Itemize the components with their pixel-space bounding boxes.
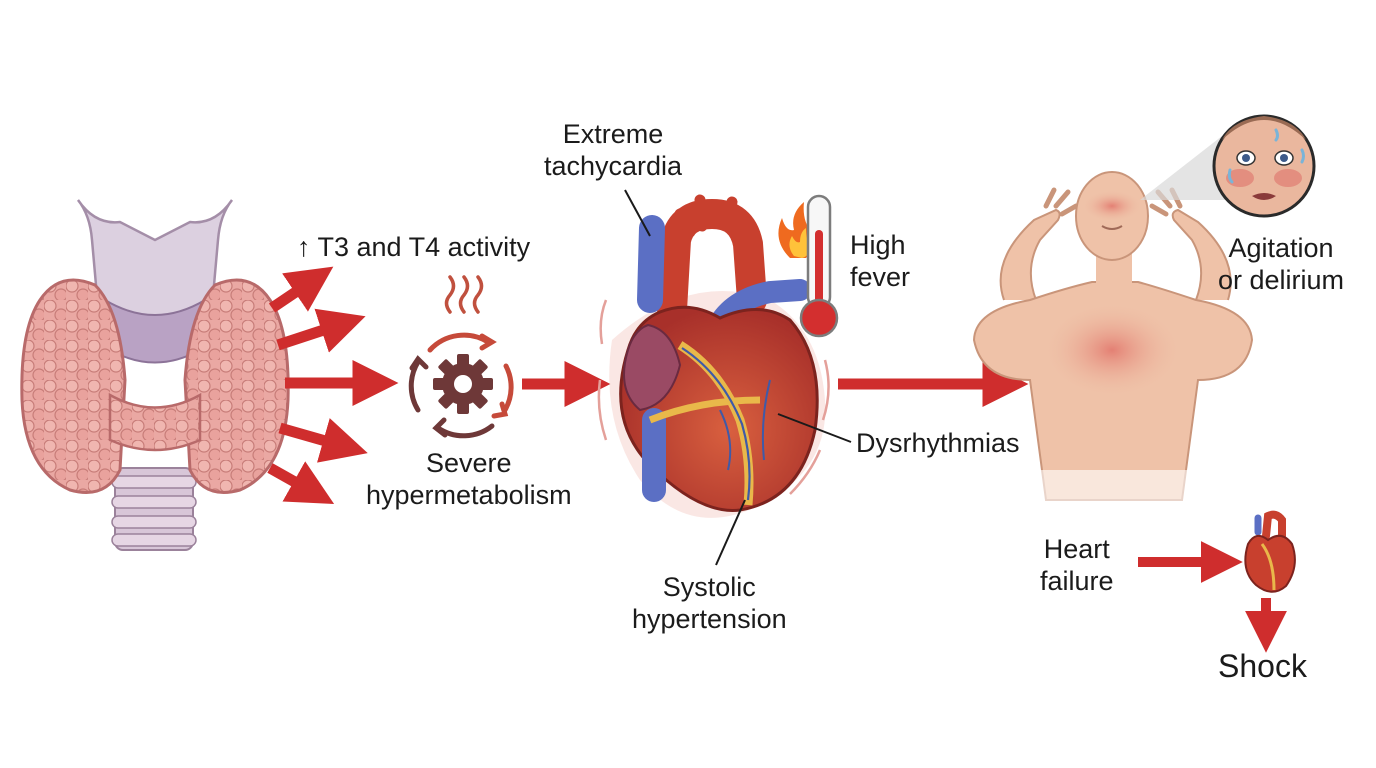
label-severe-hypermetabolism: Severe hypermetabolism <box>366 447 572 511</box>
small-heart <box>1244 510 1296 593</box>
gear-icon <box>433 354 493 414</box>
cycle-arrows-icon <box>408 332 514 439</box>
label-line: hypertension <box>632 604 787 634</box>
label-line: tachycardia <box>544 151 683 181</box>
label-t3-t4-activity: ↑ T3 and T4 activity <box>297 232 531 262</box>
label-extreme-tachycardia: Extreme tachycardia <box>544 118 682 182</box>
flame-icon <box>778 202 814 258</box>
label-line: Agitation <box>1228 233 1334 263</box>
face-closeup <box>1140 114 1316 218</box>
label-heart-failure: Heart failure <box>1040 533 1114 597</box>
thermometer-icon <box>799 194 839 338</box>
label-line: Severe <box>426 448 512 478</box>
label-line: Heart <box>1043 534 1110 564</box>
label-agitation-delirium: Agitation or delirium <box>1218 232 1344 296</box>
human-torso <box>972 171 1254 504</box>
leader-lines <box>624 189 852 566</box>
label-dysrhythmias: Dysrhythmias <box>856 428 1020 458</box>
label-line: Extreme <box>562 119 664 149</box>
label-systolic-hypertension: Systolic hypertension <box>632 571 787 635</box>
label-line: failure <box>1040 566 1114 596</box>
label-line: or delirium <box>1218 265 1345 295</box>
thyroid-gland <box>20 199 290 551</box>
label-line: Systolic <box>662 572 756 602</box>
label-line: High <box>850 230 906 260</box>
left-thyroid-lobe <box>20 278 127 494</box>
right-thyroid-lobe <box>183 278 290 494</box>
thyroid-output-arrows <box>267 266 399 505</box>
heat-waves-icon <box>444 275 484 314</box>
label-line: hypermetabolism <box>366 480 572 510</box>
heart-anatomy <box>597 194 830 518</box>
label-high-fever: High fever <box>850 229 910 293</box>
trachea <box>111 467 197 551</box>
label-shock: Shock <box>1218 648 1307 684</box>
label-line: fever <box>850 262 911 292</box>
